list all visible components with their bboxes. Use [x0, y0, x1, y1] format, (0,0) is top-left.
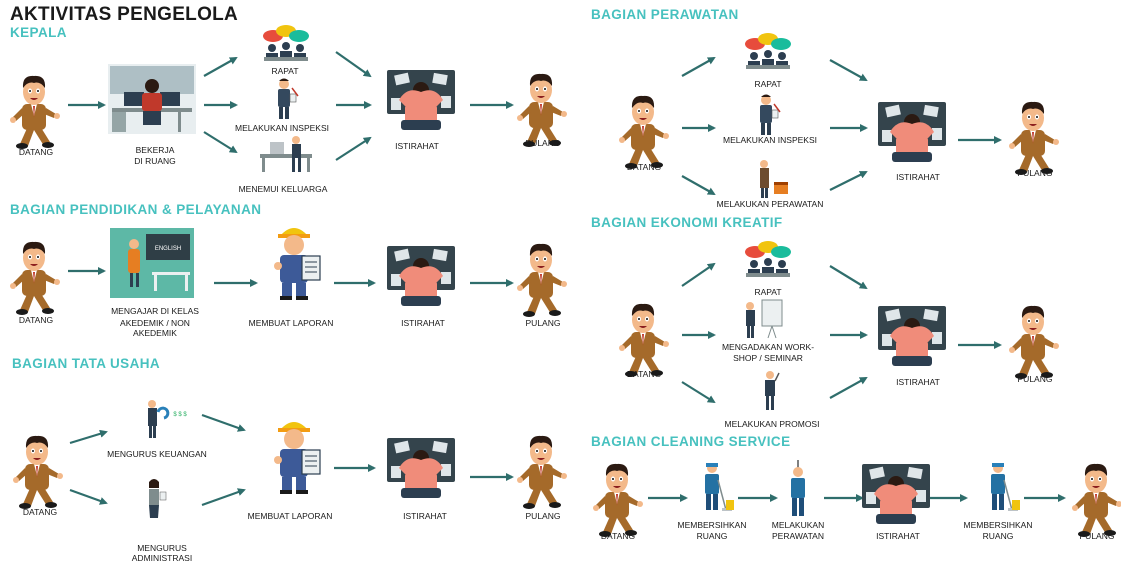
repairman-icon: [790, 459, 806, 517]
meeting-icon: [745, 241, 791, 277]
label-inspeksi: MELAKUKAN INSPEKSI: [234, 123, 329, 133]
label-melakukan-promosi: MELAKUKAN PROMOSI: [724, 419, 820, 429]
teacher-icon: [110, 228, 194, 298]
businessman-icon: [593, 463, 643, 537]
label-mengurus-keuangan: MENGURUS KEUANGAN: [107, 449, 207, 459]
section-heading-cleaning: BAGIAN CLEANING SERVICE: [591, 434, 791, 449]
businessman-icon: [10, 241, 60, 315]
businessman-icon: [517, 243, 567, 317]
meeting-icon: [263, 25, 309, 61]
office-desk-icon: [108, 64, 196, 134]
resting-desk-icon: [878, 102, 946, 162]
maintenance-icon: [760, 160, 788, 198]
label-istirahat: ISTIRAHAT: [896, 172, 940, 182]
label-istirahat: ISTIRAHAT: [401, 318, 445, 328]
label-datang: DATANG: [22, 507, 58, 517]
label-pulang: PULANG: [525, 138, 561, 148]
label-pulang: PULANG: [1017, 374, 1053, 384]
label-rapat: RAPAT: [754, 287, 782, 297]
label-seminar: SHOP / SEMINAR: [733, 353, 803, 363]
businessman-icon: [1072, 463, 1121, 537]
label-melakukan-perawatan: MELAKUKAN PERAWATAN: [716, 199, 824, 209]
label-ruang: RUANG: [696, 531, 728, 541]
businessman-icon: [517, 73, 567, 147]
meeting-icon: [745, 33, 791, 69]
label-mengajar: MENGAJAR DI KELAS: [111, 306, 199, 316]
section-heading-pendidikan: BAGIAN PENDIDIKAN & PELAYANAN: [10, 202, 262, 217]
label-rapat: RAPAT: [271, 66, 299, 76]
label-perawatan: PERAWATAN: [772, 531, 824, 541]
businessman-icon: [10, 75, 60, 149]
section-heading-kepala: KEPALA: [10, 25, 67, 40]
label-datang: DATANG: [600, 531, 636, 541]
label-inspeksi: MELAKUKAN INSPEKSI: [722, 135, 817, 145]
label-pulang: PULANG: [1079, 531, 1115, 541]
businessman-icon: [517, 435, 567, 509]
promotion-icon: [764, 370, 780, 411]
label-melakukan: MELAKUKAN: [771, 520, 825, 530]
label-istirahat: ISTIRAHAT: [896, 377, 940, 387]
family-meeting-icon: [260, 136, 312, 172]
resting-desk-icon: [862, 464, 930, 524]
businessman-icon: [619, 95, 669, 169]
label-akedemik: AKEDEMIK / NON AKEDEMIK: [120, 318, 190, 338]
label-mengadakan-workshop: MENGADAKAN WORK-: [721, 342, 815, 352]
label-datang: DATANG: [18, 147, 54, 157]
businessman-icon: [13, 435, 63, 509]
label-menemui-keluarga: MENEMUI KELUARGA: [238, 184, 328, 194]
label-datang: DATANG: [626, 162, 662, 172]
label-membersihkan: MEMBERSIHKAN: [677, 520, 747, 530]
presenter-icon: [745, 299, 783, 339]
label-di-ruang: DI RUANG: [134, 156, 176, 166]
label-membersihkan: MEMBERSIHKAN: [963, 520, 1033, 530]
resting-desk-icon: [387, 70, 455, 130]
finance-icon: [146, 398, 189, 440]
resting-desk-icon: [878, 306, 946, 366]
worker-report-icon: [273, 421, 321, 495]
label-ruang: RUANG: [982, 531, 1014, 541]
label-istirahat: ISTIRAHAT: [876, 531, 920, 541]
janitor-icon: [990, 462, 1021, 512]
resting-desk-icon: [387, 438, 455, 498]
label-bekerja: BEKERJA: [135, 145, 175, 155]
label-datang: DATANG: [626, 369, 662, 379]
page-title: AKTIVITAS PENGELOLA: [10, 4, 239, 25]
label-pulang: PULANG: [525, 318, 561, 328]
administration-icon: [148, 478, 167, 519]
businessman-icon: [619, 303, 669, 377]
label-rapat: RAPAT: [754, 79, 782, 89]
label-istirahat: ISTIRAHAT: [395, 141, 439, 151]
section-heading-perawatan: BAGIAN PERAWATAN: [591, 7, 739, 22]
janitor-icon: [704, 462, 735, 512]
label-membuat-laporan: MEMBUAT LAPORAN: [247, 511, 333, 521]
businessman-icon: [1009, 305, 1059, 379]
label-pulang: PULANG: [1017, 168, 1053, 178]
worker-report-icon: [273, 227, 321, 301]
label-istirahat: ISTIRAHAT: [403, 511, 447, 521]
label-datang: DATANG: [18, 315, 54, 325]
label-membuat-laporan: MEMBUAT LAPORAN: [248, 318, 334, 328]
label-mengurus-administrasi: MENGURUS ADMINISTRASI: [131, 543, 193, 563]
label-pulang: PULANG: [525, 511, 561, 521]
businessman-icon: [1009, 101, 1059, 175]
inspection-icon: [759, 93, 781, 136]
section-heading-tata-usaha: BAGIAN TATA USAHA: [12, 356, 161, 371]
inspection-icon: [277, 77, 299, 120]
resting-desk-icon: [387, 246, 455, 306]
section-heading-ekonomi: BAGIAN EKONOMI KREATIF: [591, 215, 783, 230]
